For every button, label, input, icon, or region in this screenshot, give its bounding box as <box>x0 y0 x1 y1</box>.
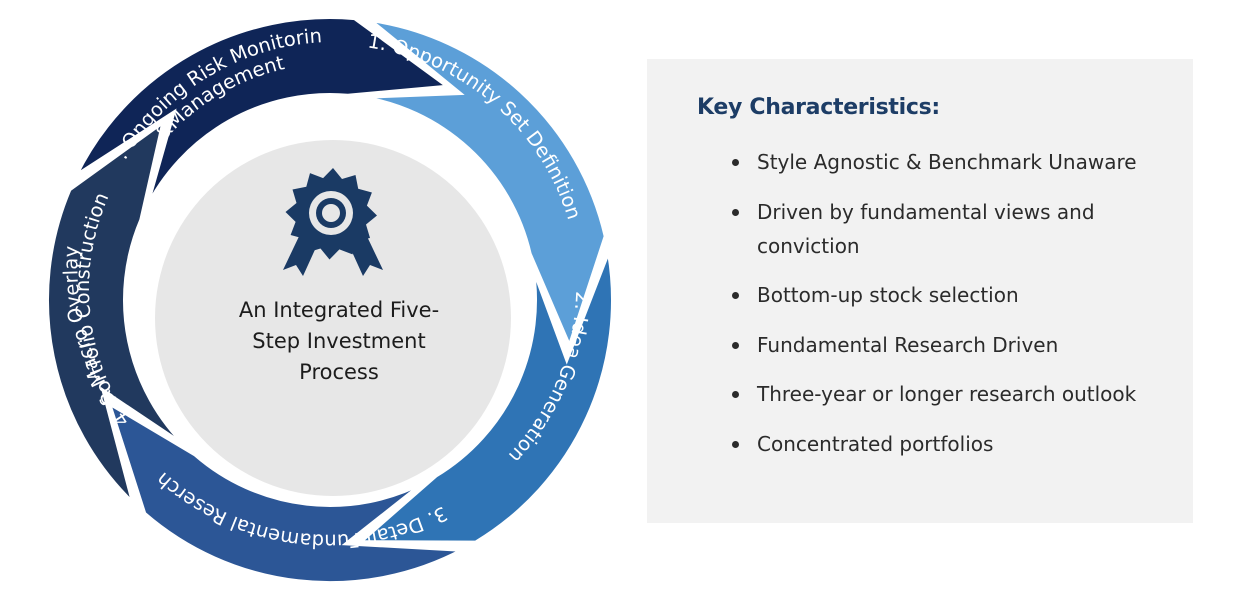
characteristic-item: Three-year or longer research outlook <box>732 377 1152 411</box>
characteristics-list: Style Agnostic & Benchmark Unaware Drive… <box>732 145 1152 476</box>
characteristic-item: Concentrated portfolios <box>732 427 1152 461</box>
cycle-segments <box>45 15 615 586</box>
characteristics-panel: Key Characteristics: Style Agnostic & Be… <box>647 59 1193 523</box>
center-title-line-3: Process <box>299 360 379 384</box>
characteristic-item: Style Agnostic & Benchmark Unaware <box>732 145 1152 179</box>
step-2-segment <box>354 243 615 545</box>
award-badge-icon <box>283 168 383 276</box>
characteristic-item: Driven by fundamental views and convicti… <box>732 195 1152 263</box>
characteristic-item: Bottom-up stock selection <box>732 278 1152 312</box>
cycle-diagram: An Integrated Five- Step Investment Proc… <box>45 15 615 586</box>
badge-center <box>322 204 340 222</box>
center-title-line-1: An Integrated Five- <box>239 298 439 322</box>
step-4-segment <box>45 116 189 511</box>
panel-heading: Key Characteristics: <box>697 95 940 120</box>
center-title-line-2: Step Investment <box>252 329 425 353</box>
step-3-segment <box>105 398 471 586</box>
step-1-segment <box>358 16 608 353</box>
characteristic-item: Fundamental Research Driven <box>732 328 1152 362</box>
step-5-segment <box>70 15 454 211</box>
center-disc <box>155 140 511 496</box>
